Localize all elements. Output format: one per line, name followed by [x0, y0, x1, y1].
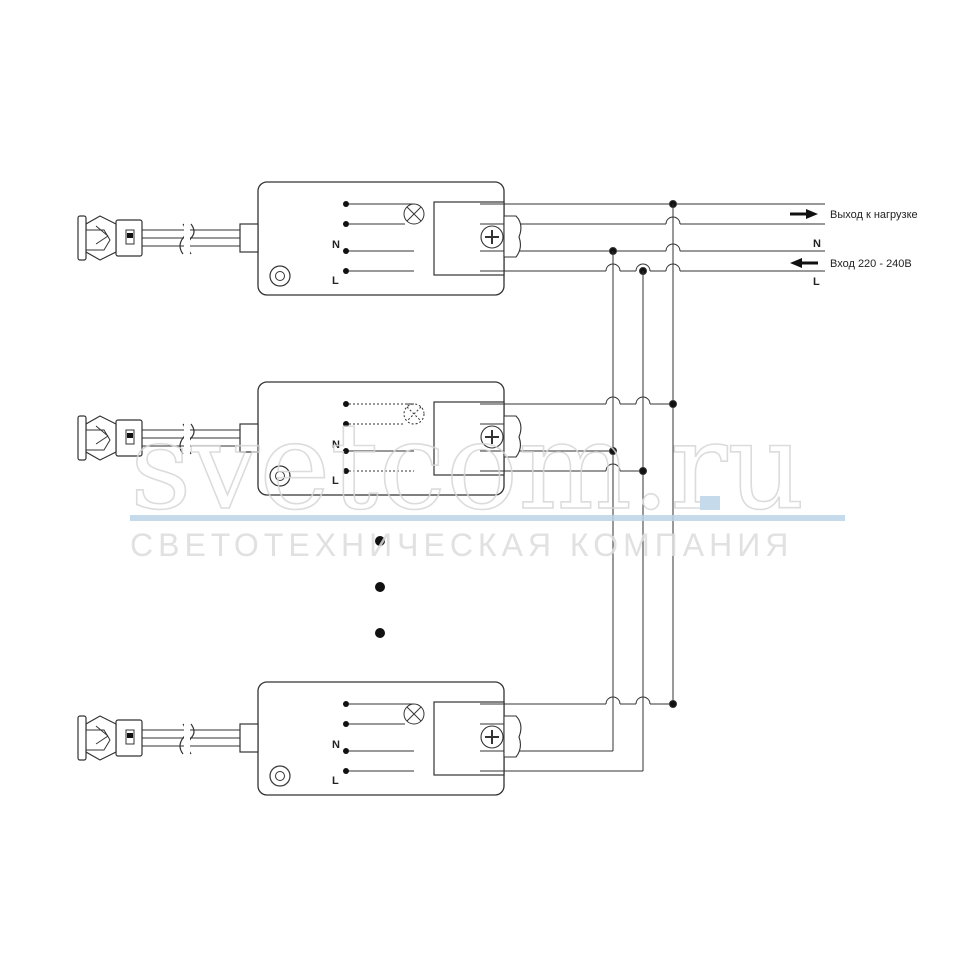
terminal-dot: [343, 221, 349, 227]
screw-tab: [503, 715, 522, 758]
sensor-unit-1: NL: [77, 181, 522, 296]
knob-center: [275, 771, 285, 781]
junction-dot: [609, 447, 617, 455]
output-arrow-icon: [790, 209, 818, 219]
junction-dot: [669, 700, 677, 708]
input-label: Вход 220 - 240В: [830, 258, 912, 270]
cable-break-gap: [184, 422, 190, 456]
watermark-dot-accent: [700, 496, 720, 510]
screw-tab: [503, 415, 522, 458]
connector-pin: [127, 233, 133, 238]
terminal-dot: [343, 468, 349, 474]
lamp-cross: [406, 706, 422, 722]
watermark-bar: [130, 515, 845, 521]
watermark-subtitle: СВЕТОТЕХНИЧЕСКАЯ КОМПАНИЯ: [130, 527, 793, 563]
sensor-unit-2: NL: [77, 381, 522, 496]
terminal-dot: [343, 421, 349, 427]
cable-break-gap: [184, 722, 190, 756]
screw-tab: [503, 215, 522, 258]
knob-center: [275, 471, 285, 481]
sensor-detail: [95, 425, 109, 445]
terminal-dot: [343, 401, 349, 407]
pin-n-label: N: [332, 239, 340, 251]
terminal-dot: [343, 448, 349, 454]
pin-n-label: N: [332, 439, 340, 451]
ellipsis-dot: [375, 536, 385, 546]
sensor-lens: [86, 229, 111, 251]
right-n-label: N: [813, 238, 821, 250]
pin-l-label: L: [332, 475, 339, 487]
bus-crossover: [605, 396, 621, 405]
terminal-dot: [343, 268, 349, 274]
sensor-detail: [95, 225, 109, 245]
watermark: svetcom.ru СВЕТОТЕХНИЧЕСКАЯ КОМПАНИЯ: [129, 397, 845, 563]
sensor-detail: [95, 725, 109, 745]
cable-gland: [239, 723, 259, 753]
terminal-dot: [343, 201, 349, 207]
junction-dot: [669, 400, 677, 408]
sensor-flange: [77, 215, 87, 261]
terminal-dot: [343, 248, 349, 254]
bus-crossover: [605, 696, 621, 705]
bus-crossover: [635, 396, 651, 405]
input-arrow-icon: [790, 258, 818, 268]
sensor-unit-3: NL: [77, 681, 522, 796]
pin-n-label: N: [332, 739, 340, 751]
output-label: Выход к нагрузке: [830, 209, 918, 221]
sensor-flange: [77, 415, 87, 461]
bus-crossover: [635, 696, 651, 705]
terminal-dot: [343, 721, 349, 727]
watermark-logo: svetcom.ru: [130, 398, 805, 537]
terminal-dot: [343, 748, 349, 754]
connector-pin: [127, 433, 133, 438]
ellipsis-dot: [375, 628, 385, 638]
cable-gland: [239, 223, 259, 253]
lamp-cross: [406, 206, 422, 222]
ellipsis-dot: [375, 582, 385, 592]
cable-break-gap: [184, 222, 190, 256]
knob-center: [275, 271, 285, 281]
terminal-dot: [343, 768, 349, 774]
terminal-dot: [343, 701, 349, 707]
pin-l-label: L: [332, 275, 339, 287]
sensor-lens: [86, 729, 111, 751]
lamp-cross: [406, 406, 422, 422]
sensor-flange: [77, 715, 87, 761]
sensor-lens: [86, 429, 111, 451]
right-l-label: L: [813, 276, 820, 288]
pin-l-label: L: [332, 775, 339, 787]
bus-crossover: [635, 263, 651, 272]
bus-crossover: [605, 463, 621, 472]
connector-pin: [127, 733, 133, 738]
junction-dot: [639, 467, 647, 475]
